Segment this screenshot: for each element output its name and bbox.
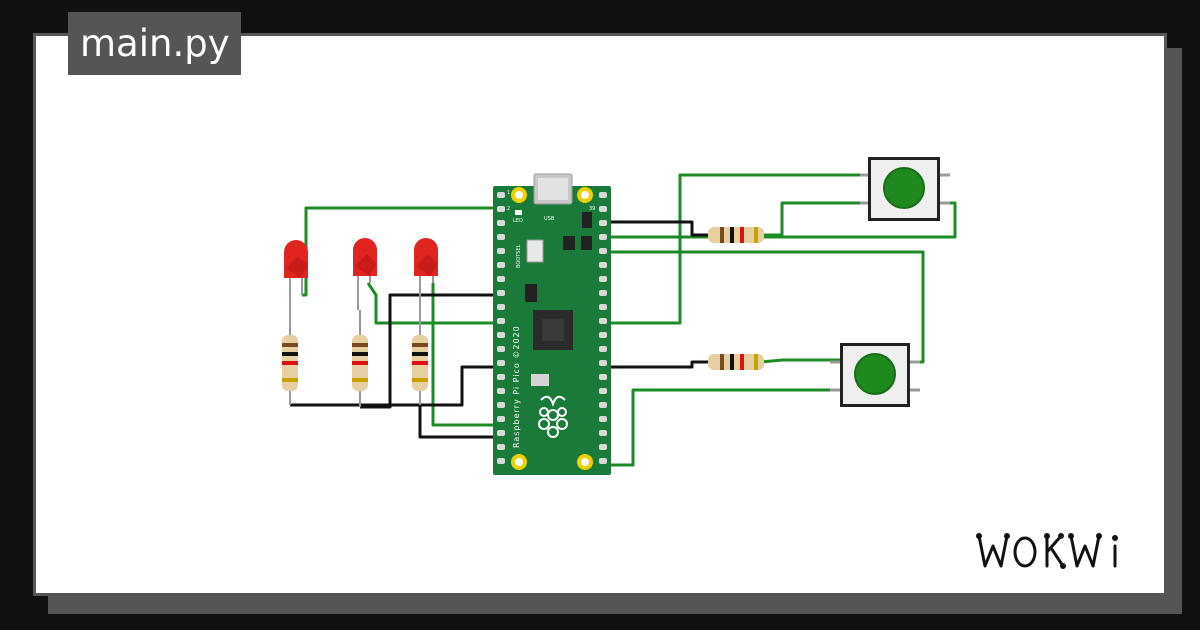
wire-btn1-top [600, 173, 870, 325]
pushbutton-2 [830, 343, 920, 407]
chip-small-1 [563, 236, 575, 250]
wire-gnd-res3 [418, 405, 500, 439]
wire-gnd-res2 [360, 293, 500, 409]
pin-header-right [599, 192, 607, 464]
wire-board-res1 [600, 220, 710, 237]
crystal [531, 374, 549, 386]
resistor-4 [708, 227, 764, 243]
wire-led3 [431, 283, 500, 427]
bootsel-button [526, 239, 544, 263]
file-tab[interactable]: main.py [68, 12, 241, 75]
pin-39-label: 39 [589, 206, 595, 212]
resistor-1 [282, 310, 298, 405]
pushbutton-icon [855, 354, 895, 394]
wire-res1-btn1 [760, 201, 870, 237]
resistor-3 [412, 310, 428, 405]
bootsel-label: BOOTSEL [516, 244, 522, 268]
led-3 [414, 238, 438, 310]
wire-btn2-bottom [600, 388, 842, 467]
pushbutton-1 [860, 157, 950, 221]
led-chip [515, 210, 522, 215]
led-2 [353, 238, 377, 310]
led-1 [284, 240, 308, 310]
green-wires [302, 173, 957, 467]
pin-2-label: 2 [507, 206, 510, 212]
black-wires [290, 220, 710, 439]
pin-1-label: 1 [507, 190, 510, 196]
usb-label: USB [544, 216, 555, 222]
chip-small-3 [582, 212, 592, 228]
mounting-holes [511, 187, 593, 470]
wire-gnd-res1 [290, 365, 500, 407]
pushbutton-icon [884, 168, 924, 208]
flash-chip [525, 284, 537, 302]
chip-small-2 [581, 236, 592, 250]
led-label: LED [513, 218, 523, 224]
raspberry-logo-icon [538, 395, 568, 438]
wire-board-res2 [600, 360, 710, 369]
wire-led1 [302, 206, 500, 297]
wire-res2-btn2 [759, 358, 842, 364]
wokwi-logo [976, 533, 1118, 569]
resistor-5 [708, 354, 764, 370]
resistor-2 [352, 310, 368, 407]
wire-led2 [366, 282, 500, 325]
pin-header-left [497, 192, 505, 464]
board-silkscreen: Raspberry Pi Pico ©2020 [512, 325, 521, 448]
pico-board: 1 2 39 LED USB BOOTSEL Raspberry Pi Pico… [493, 173, 611, 475]
